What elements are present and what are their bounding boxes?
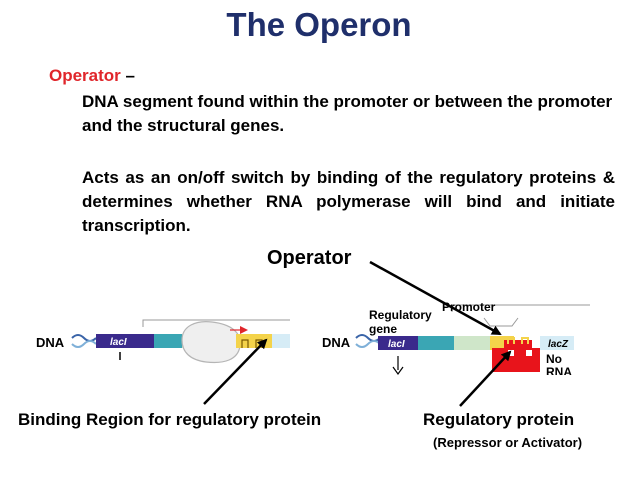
no-label: No [546, 352, 562, 366]
repressor-or-activator-label: (Repressor or Activator) [433, 435, 583, 450]
regulatory-gene-label-line2: gene [369, 322, 397, 336]
repressor-top-shape [504, 340, 532, 350]
left-lacz-segment [272, 334, 290, 348]
binding-region-label: Binding Region for regulatory protein [18, 410, 322, 429]
regulatory-protein-label: Regulatory protein [423, 410, 575, 429]
left-rna-polymerase-shape [181, 321, 241, 364]
operator-definition-heading: Operator – [49, 66, 135, 86]
term-dash: – [120, 66, 135, 85]
right-dna-diagram: DNA Regulatory gene Promoter lacI lacZ N… [322, 300, 590, 379]
left-laci-gene [96, 334, 154, 348]
right-laci-gene [378, 336, 418, 350]
definition-paragraph-2: Acts as an on/off switch by binding of t… [82, 168, 615, 235]
binding-region-callout-arrow [203, 338, 268, 405]
figure-crop-mask [80, 375, 600, 395]
left-bracket-line [142, 319, 290, 327]
regulatory-gene-label-line1: Regulatory [369, 308, 432, 322]
repressor-protein-shape [492, 348, 540, 372]
left-dna-helix-icon [71, 334, 97, 348]
left-laci-label: lacI [110, 337, 127, 348]
left-dna-label: DNA [36, 335, 65, 350]
right-lacz-segment [540, 336, 574, 350]
right-bracket-line [451, 304, 590, 312]
left-teal-segment [154, 334, 182, 348]
operator-callout-label: Operator [267, 247, 352, 269]
right-laci-label: lacI [388, 339, 405, 350]
right-promoter-segment [454, 336, 490, 350]
lacz-label: lacZ [548, 339, 569, 350]
right-teal-segment [418, 336, 454, 350]
page-title: The Operon [226, 6, 412, 43]
left-dna-diagram: DNA lacI [36, 319, 290, 364]
right-dna-label: DNA [322, 335, 351, 350]
right-dna-helix-icon [355, 334, 381, 348]
repressor-binding-notch-icon [507, 337, 529, 344]
operator-term: Operator [49, 66, 121, 85]
regulatory-protein-callout-arrow [459, 350, 512, 407]
promoter-bracket [483, 317, 519, 327]
right-down-arrow-icon [392, 366, 404, 376]
operator-callout-arrow [369, 260, 502, 336]
definition-paragraph-1: DNA segment found within the promoter or… [82, 92, 613, 135]
